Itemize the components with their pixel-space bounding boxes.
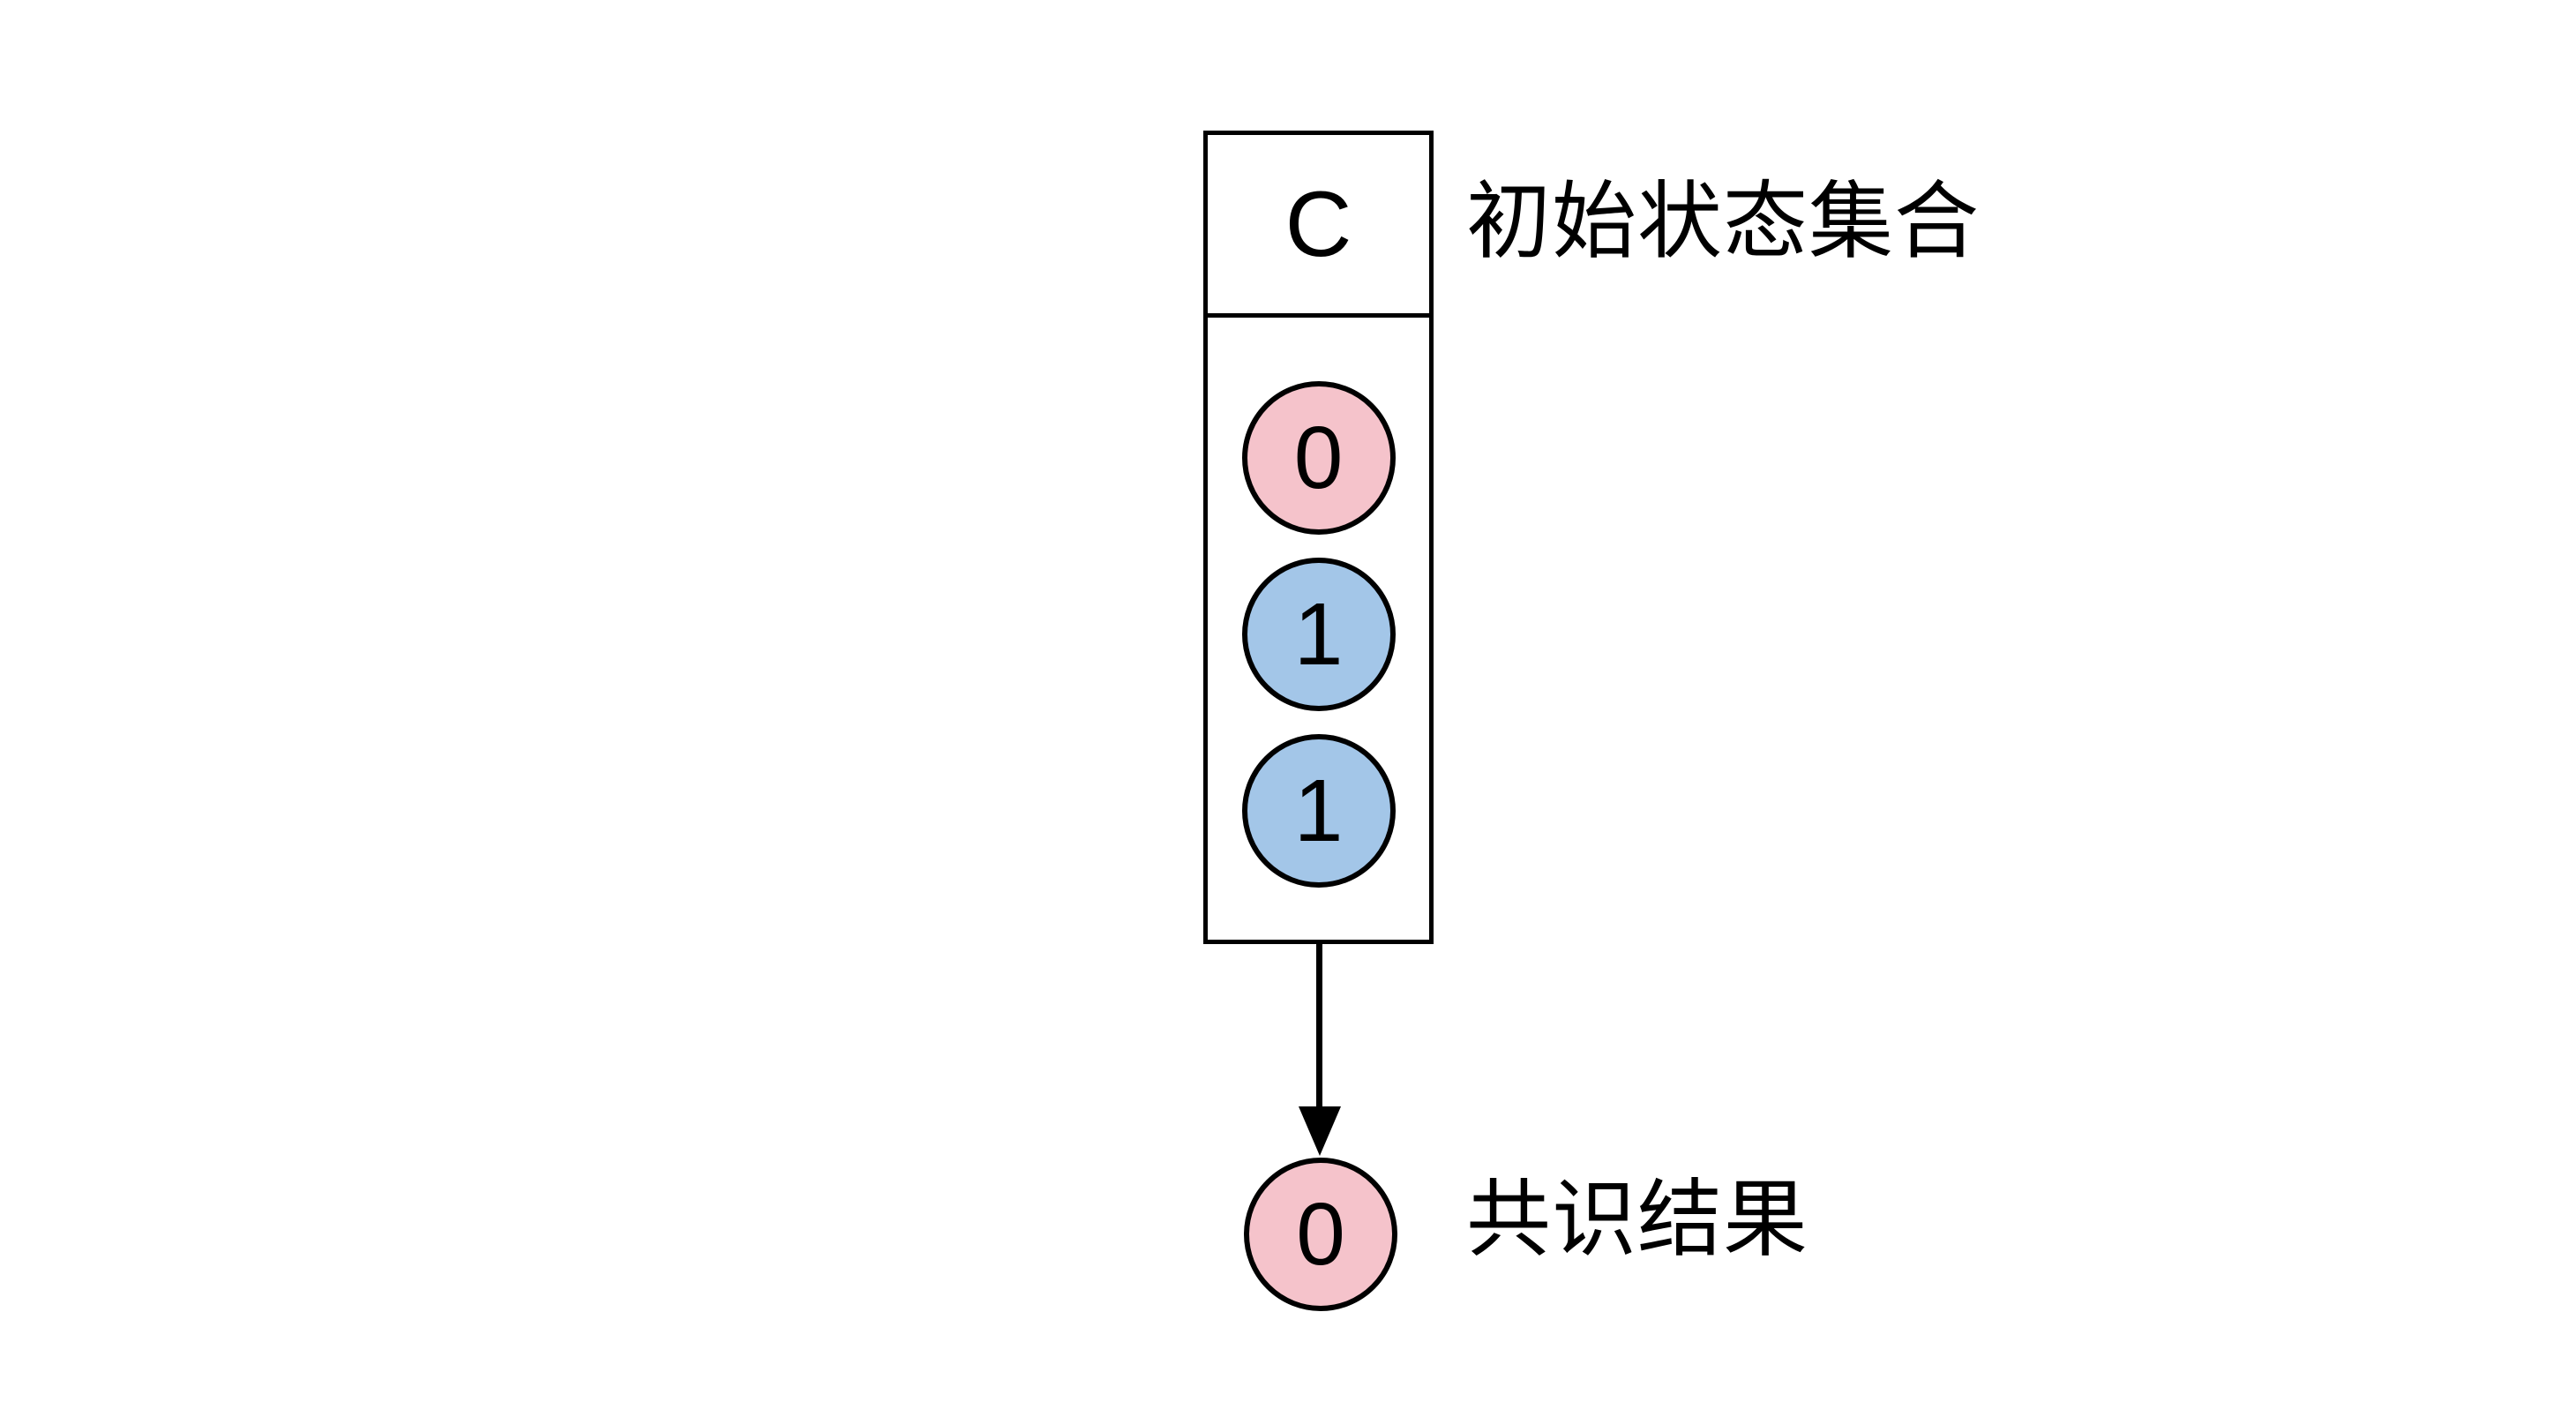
- consensus-result-label: 共识结果: [1466, 1173, 1808, 1267]
- state-node-2: 1: [1241, 734, 1396, 888]
- box-body: 0 1 1: [1208, 318, 1429, 940]
- arrow-down-icon: [1299, 1106, 1341, 1156]
- initial-state-set-title: 初始状态集合: [1466, 174, 1980, 269]
- consensus-result-node: 0: [1244, 1158, 1397, 1311]
- arrow-down-shaft: [1316, 944, 1322, 1108]
- state-node-1: 1: [1241, 558, 1396, 711]
- state-node-0: 0: [1241, 381, 1396, 535]
- box-header-label: C: [1208, 135, 1429, 318]
- initial-state-set-box: C 0 1 1: [1203, 131, 1434, 944]
